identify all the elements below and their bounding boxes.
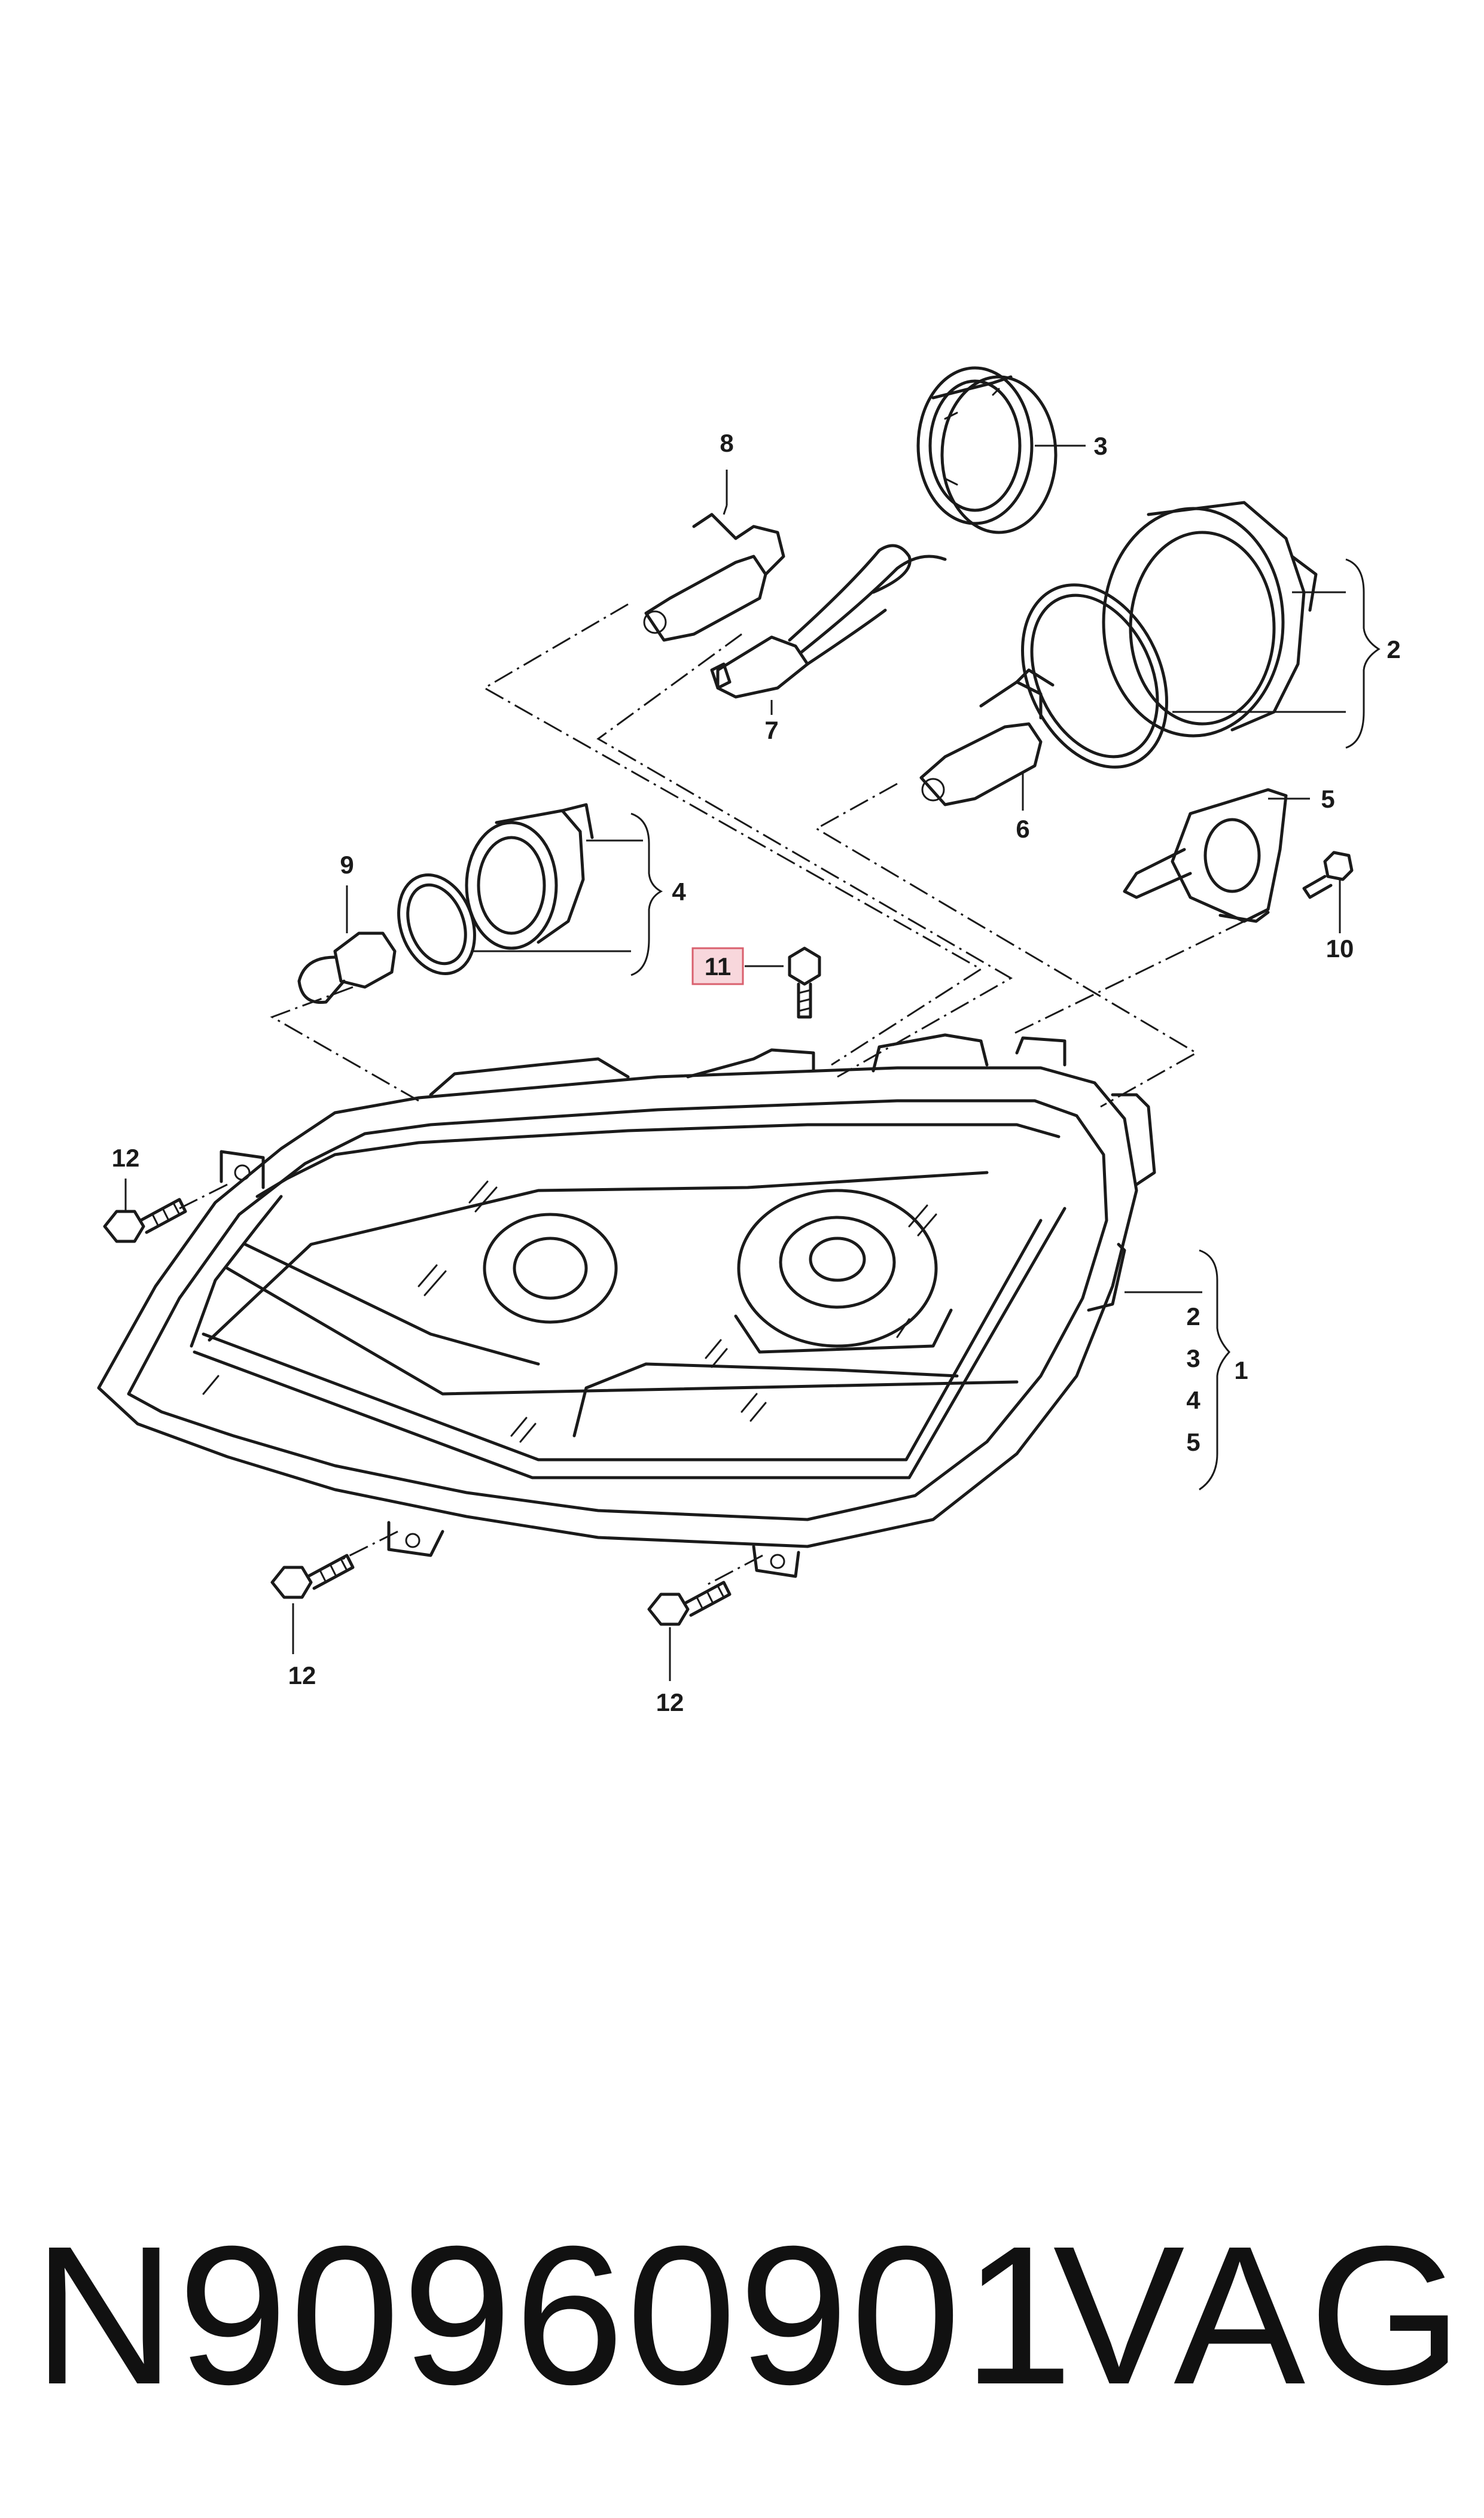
callout-2: 2 [1387,635,1400,663]
screw-11 [788,946,821,1019]
socket-assembly-4 [397,803,594,975]
callout-list-3: 3 [1186,1344,1200,1372]
callout-3: 3 [1093,432,1107,460]
bulb-8 [643,513,785,642]
callout-7: 7 [764,716,778,744]
bolt-12-bottom-right [647,1581,732,1626]
bracket-5 [1123,788,1288,923]
callout-10: 10 [1326,934,1354,963]
callout-8: 8 [720,429,733,457]
bulb-9 [297,931,397,1004]
assembly-lines [179,603,1245,1587]
bolt-12-bottom-left [270,1554,355,1599]
headlight-exploded-diagram: 8 3 2 7 5 6 9 4 10 11 12 2 3 1 4 5 12 12 [97,366,1401,1716]
dust-cap-3 [916,366,1058,534]
bulb-6 [919,668,1055,806]
bolt-12-left [103,1198,187,1243]
callout-labels: 8 3 2 7 5 6 9 4 10 11 12 2 3 1 4 5 12 12 [112,429,1401,1716]
part-number: N90960901 [33,2205,1075,2425]
bulb-holder-7 [710,544,947,699]
callout-11: 11 [705,952,731,981]
callout-5: 5 [1321,785,1334,813]
callout-12-bottom-left: 12 [288,1661,316,1689]
callout-12-bottom-right: 12 [656,1688,684,1716]
callout-6: 6 [1016,815,1029,843]
callout-11-highlight [691,947,744,985]
callout-list-2: 2 [1186,1302,1200,1330]
leader-lines [124,444,1346,1681]
callout-4: 4 [672,878,686,906]
callout-list-5: 5 [1186,1428,1200,1456]
callout-9: 9 [340,851,354,879]
cap-assembly-2 [1021,501,1318,769]
callout-12-left: 12 [112,1144,140,1172]
callout-list-4: 4 [1186,1386,1200,1414]
brand-name: VAG [1053,2205,1466,2425]
braces [630,558,1381,1491]
screw-10 [1302,851,1354,899]
callout-1: 1 [1234,1356,1248,1384]
footer: N90960901 VAG [0,2208,1484,2423]
headlight-housing [97,1033,1156,1578]
